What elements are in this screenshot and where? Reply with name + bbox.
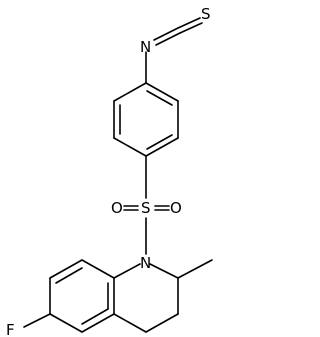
isothiocyanate-group [145,17,203,84]
atom-oxygen-left: O [111,199,123,217]
sulfonyl-group [123,155,170,255]
atom-nitrogen-isothiocyanate: N [140,38,151,56]
molecule-structure: S N S O O N F [6,5,213,337]
fused-benzene-ring [23,259,141,333]
benzene-ring [113,82,179,157]
saturated-ring [113,259,213,333]
atom-sulfur-sulfonyl: S [141,199,151,217]
atom-sulfur-thio: S [201,5,211,23]
atom-nitrogen-ring: N [140,254,151,272]
atom-fluorine: F [6,321,15,337]
atom-oxygen-right: O [170,199,182,217]
